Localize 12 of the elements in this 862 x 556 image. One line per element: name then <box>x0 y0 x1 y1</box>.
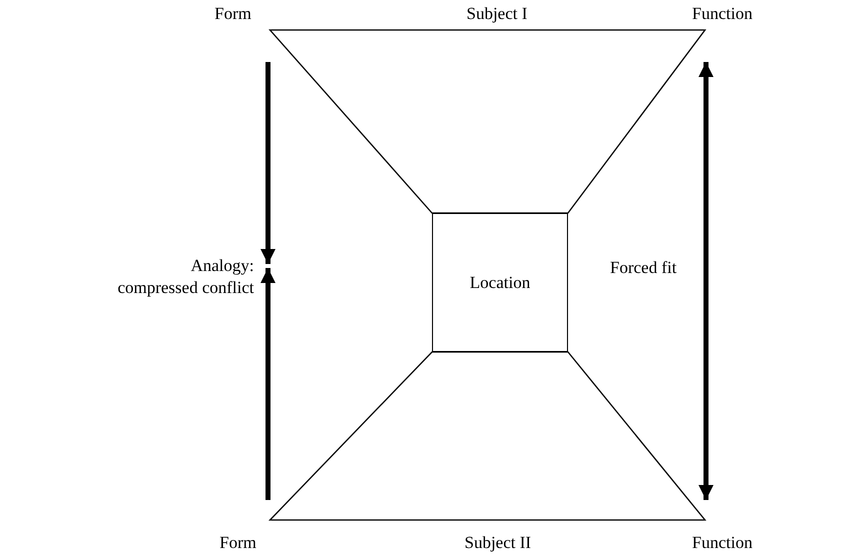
arrow <box>260 268 276 500</box>
side-label: Subject II <box>464 533 532 553</box>
corner-label: Function <box>692 4 752 24</box>
corner-label: Form <box>220 533 256 553</box>
arrow <box>260 62 276 264</box>
corner-label: Function <box>692 533 752 553</box>
arrow-label: Forced fit <box>610 258 677 278</box>
side-label: Subject I <box>466 4 528 24</box>
corner-label: Form <box>214 4 252 24</box>
box-label: Location <box>470 272 530 294</box>
side-label: Analogy: compressed conflict <box>116 255 254 299</box>
location-box <box>432 213 568 352</box>
